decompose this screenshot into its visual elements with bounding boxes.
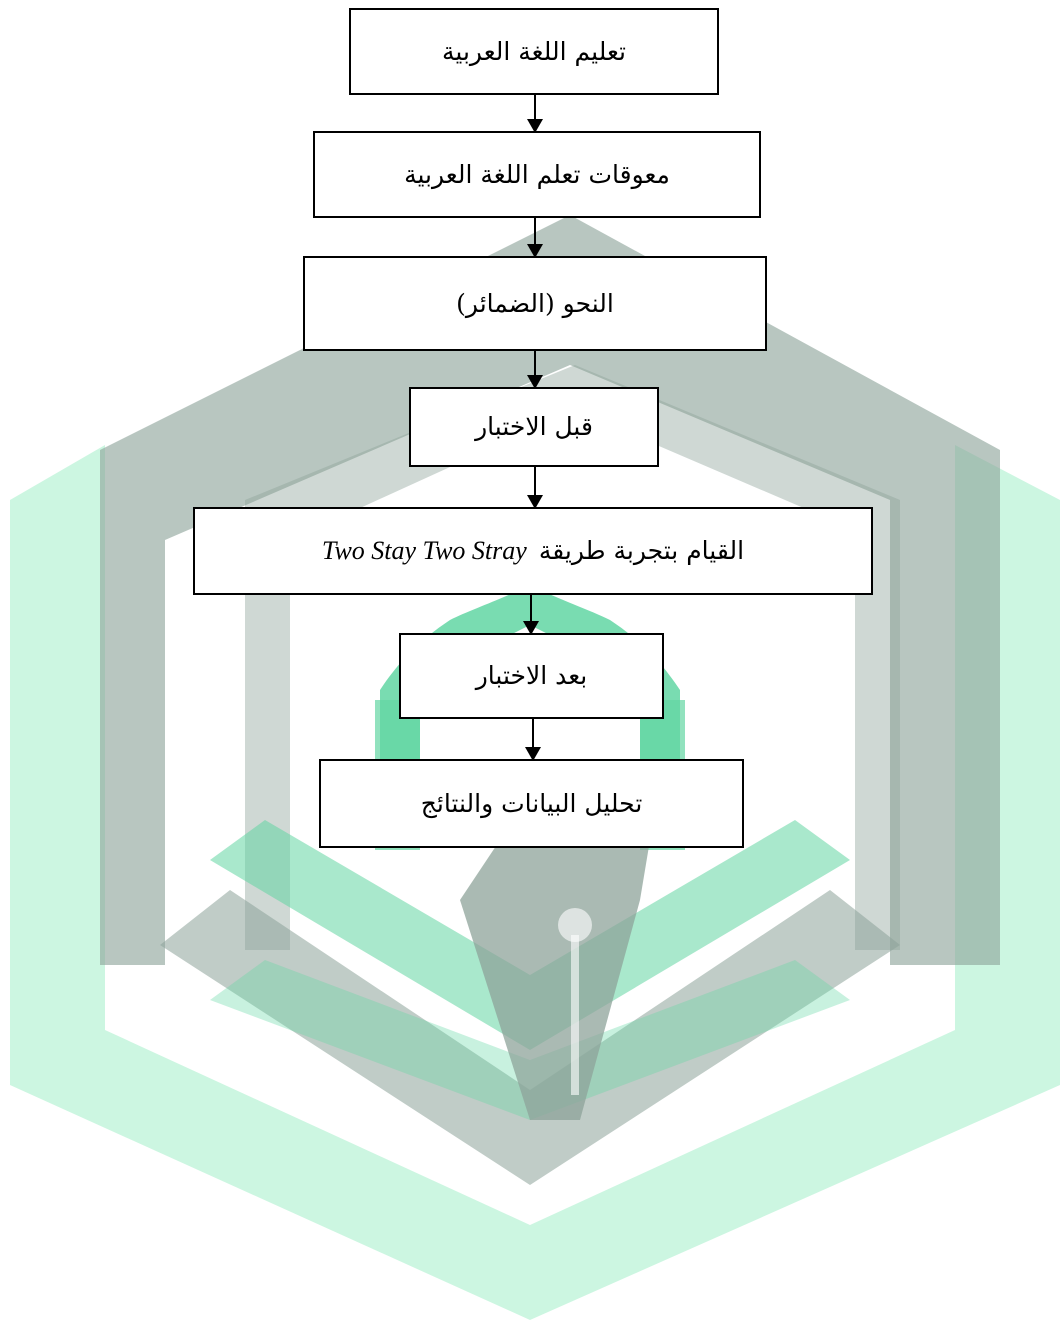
arrow-down — [527, 218, 543, 258]
step-box-experiment-method: القيام بتجربة طريقة Two Stay Two Stray — [193, 507, 873, 595]
step-box-posttest: بعد الاختبار — [399, 633, 664, 719]
step-label: معوقات تعلم اللغة العربية — [404, 159, 670, 189]
step-label: النحو (الضمائر) — [456, 288, 614, 318]
arrow-down — [527, 351, 543, 389]
step-label: قبل الاختبار — [475, 412, 593, 441]
arrow-down — [525, 719, 541, 761]
arrow-down — [523, 595, 539, 635]
watermark-green-chevron-low — [210, 960, 850, 1120]
watermark-pen-nib — [460, 840, 650, 1120]
arrow-down — [527, 467, 543, 509]
step-label: تعليم اللغة العربية — [442, 36, 626, 66]
step-box-pretest: قبل الاختبار — [409, 387, 659, 467]
watermark-dome — [380, 585, 680, 760]
watermark-base — [160, 890, 900, 1185]
step-label-arabic: القيام بتجربة طريقة — [538, 536, 745, 565]
step-label: تحليل البيانات والنتائج — [420, 788, 643, 818]
watermark-pen-slit — [571, 935, 579, 1095]
step-label-method-name: Two Stay Two Stray — [321, 536, 527, 565]
arrow-down — [527, 95, 543, 133]
step-box-teaching-arabic: تعليم اللغة العربية — [349, 8, 719, 95]
step-label: بعد الاختبار — [475, 661, 588, 690]
step-box-data-analysis: تحليل البيانات والنتائج — [319, 759, 744, 848]
step-label-group: القيام بتجربة طريقة Two Stay Two Stray — [322, 536, 744, 566]
step-box-obstacles: معوقات تعلم اللغة العربية — [313, 131, 761, 218]
step-box-grammar-pronouns: النحو (الضمائر) — [303, 256, 767, 351]
watermark-roof — [100, 215, 1000, 965]
watermark-pen-hole — [558, 908, 592, 942]
